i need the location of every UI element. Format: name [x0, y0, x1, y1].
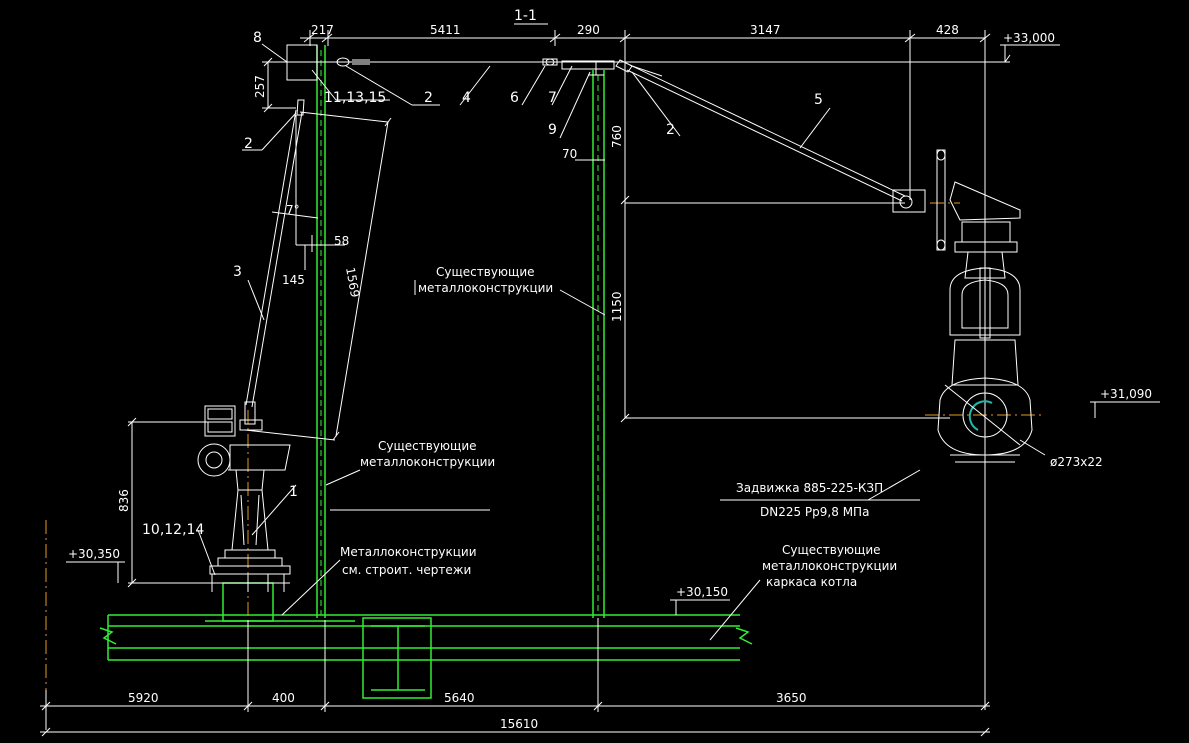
section-title: 1-1 — [514, 8, 537, 24]
note-metal-line1: Металлоконструкции — [340, 545, 477, 559]
note-boiler-line2: металлоконструкции — [762, 559, 897, 573]
elevation-left-base: +30,350 — [68, 547, 120, 561]
top-bracket — [286, 44, 663, 116]
dim-5640: 5640 — [444, 691, 475, 705]
callout-2c: 2 — [666, 122, 675, 138]
dim-5920: 5920 — [128, 691, 159, 705]
dim-70: 70 — [562, 147, 577, 161]
dim-5411: 5411 — [430, 23, 461, 37]
dimension-lines — [40, 30, 1010, 737]
note-valve-line2: DN225 Рр9,8 МПа — [760, 505, 869, 519]
callout-9: 9 — [548, 122, 557, 138]
dim-58: 58 — [334, 234, 349, 248]
dim-1569: 1569 — [343, 266, 362, 299]
dim-angle: 7° — [286, 203, 300, 217]
note-existing-1-line2: металлоконструкции — [418, 281, 553, 295]
steel-structures — [99, 45, 753, 699]
actuator-assembly — [197, 401, 336, 592]
callout-5: 5 — [814, 92, 823, 108]
leader-lines — [66, 23, 1160, 641]
dim-836: 836 — [117, 489, 131, 512]
note-existing-2-line1: Существующие — [378, 439, 477, 453]
callout-4: 4 — [462, 90, 471, 106]
callout-11-13-15: 11,13,15 — [324, 90, 386, 106]
callout-6: 6 — [510, 90, 519, 106]
dim-400: 400 — [272, 691, 295, 705]
dim-760: 760 — [610, 125, 624, 148]
dim-15610: 15610 — [500, 717, 538, 731]
callout-2a: 2 — [424, 90, 433, 106]
note-pipe-size: ø273x22 — [1050, 455, 1103, 469]
callout-7: 7 — [548, 90, 557, 106]
elevation-floor: +30,150 — [676, 585, 728, 599]
dim-428: 428 — [936, 23, 959, 37]
callout-3: 3 — [233, 264, 242, 280]
dim-3650: 3650 — [776, 691, 807, 705]
drive-rods — [245, 64, 906, 408]
elevation-valve: +31,090 — [1100, 387, 1152, 401]
axis-lines — [45, 155, 1045, 712]
callout-10-12-14: 10,12,14 — [142, 522, 204, 538]
dim-1150: 1150 — [610, 291, 624, 322]
note-metal-line2: см. строит. чертежи — [342, 563, 471, 577]
dim-145: 145 — [282, 273, 305, 287]
dim-3147: 3147 — [750, 23, 781, 37]
callout-8: 8 — [253, 30, 262, 46]
note-boiler-line3: каркаса котла — [766, 575, 857, 589]
note-boiler-line1: Существующие — [782, 543, 881, 557]
labels: 1-1 217 5411 290 3147 428 257 836 145 58… — [68, 8, 1152, 731]
note-existing-1-line1: Существующие — [436, 265, 535, 279]
dim-217: 217 — [311, 23, 334, 37]
callout-2b: 2 — [244, 136, 253, 152]
callout-1: 1 — [289, 484, 298, 500]
dim-257: 257 — [253, 75, 267, 98]
note-valve-line1: Задвижка 885-225-КЗП — [736, 481, 883, 495]
dim-290: 290 — [577, 23, 600, 37]
elevation-top: +33,000 — [1003, 31, 1055, 45]
note-existing-2-line2: металлоконструкции — [360, 455, 495, 469]
valve-assembly — [892, 149, 1033, 463]
